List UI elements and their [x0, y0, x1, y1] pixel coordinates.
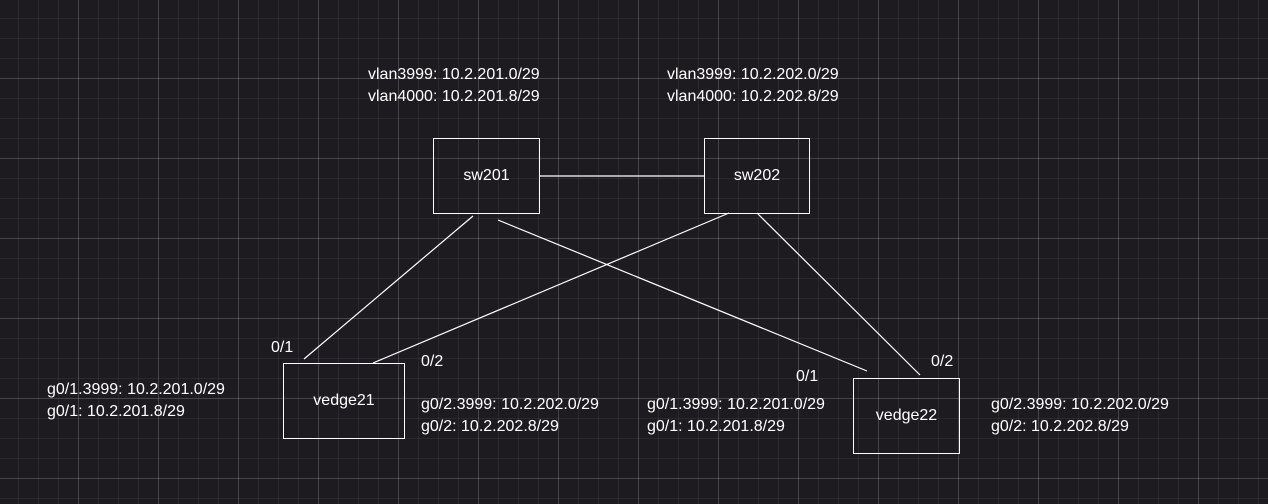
annotation-line: g0/2: 10.2.202.8/29: [991, 418, 1129, 435]
annotation-line: g0/2.3999: 10.2.202.0/29: [421, 396, 599, 413]
link-sw202-vedge22[interactable]: [756, 212, 921, 376]
annotation-line: g0/1: 10.2.201.8/29: [647, 418, 785, 435]
vedge21-g02-annotation: g0/2.3999: 10.2.202.0/29 g0/2: 10.2.202.…: [421, 394, 599, 438]
sw202-subnet-annotation: vlan3999: 10.2.202.0/29 vlan4000: 10.2.2…: [667, 64, 839, 108]
annotation-line: vlan3999: 10.2.202.0/29: [667, 66, 839, 83]
sw201-subnet-annotation: vlan3999: 10.2.201.0/29 vlan4000: 10.2.2…: [368, 64, 540, 108]
annotation-line: g0/1: 10.2.201.8/29: [47, 403, 185, 420]
annotation-line: vlan4000: 10.2.201.8/29: [368, 88, 540, 105]
sw201-node[interactable]: sw201: [433, 138, 540, 214]
vedge22-g01-annotation: g0/1.3999: 10.2.201.0/29 g0/1: 10.2.201.…: [647, 394, 825, 438]
annotation-line: g0/1.3999: 10.2.201.0/29: [647, 396, 825, 413]
annotation-line: g0/2: 10.2.202.8/29: [421, 418, 559, 435]
vedge21-g01-annotation: g0/1.3999: 10.2.201.0/29 g0/1: 10.2.201.…: [47, 379, 225, 423]
sw201-label: sw201: [463, 167, 510, 184]
link-sw201-vedge22[interactable]: [497, 219, 868, 372]
vedge22-port-0-2-label: 0/2: [931, 353, 954, 370]
vedge21-port-0-1-label: 0/1: [271, 339, 294, 356]
vedge22-port-0-1-label: 0/1: [796, 368, 819, 385]
annotation-line: vlan4000: 10.2.202.8/29: [667, 88, 839, 105]
annotation-line: g0/2.3999: 10.2.202.0/29: [991, 396, 1169, 413]
link-sw202-vedge21[interactable]: [372, 212, 730, 364]
vedge22-label: vedge22: [875, 407, 938, 424]
vedge22-g02-annotation: g0/2.3999: 10.2.202.0/29 g0/2: 10.2.202.…: [991, 394, 1169, 438]
sw202-label: sw202: [733, 167, 781, 184]
vedge22-node[interactable]: vedge22: [853, 378, 960, 454]
annotation-line: vlan3999: 10.2.201.0/29: [368, 66, 540, 83]
annotation-line: g0/1.3999: 10.2.201.0/29: [47, 381, 225, 398]
link-sw201-vedge21[interactable]: [303, 215, 474, 360]
vedge21-label: vedge21: [313, 392, 375, 409]
vedge21-node[interactable]: vedge21: [283, 363, 405, 439]
sw202-node[interactable]: sw202: [704, 138, 810, 214]
vedge21-port-0-2-label: 0/2: [421, 353, 444, 370]
